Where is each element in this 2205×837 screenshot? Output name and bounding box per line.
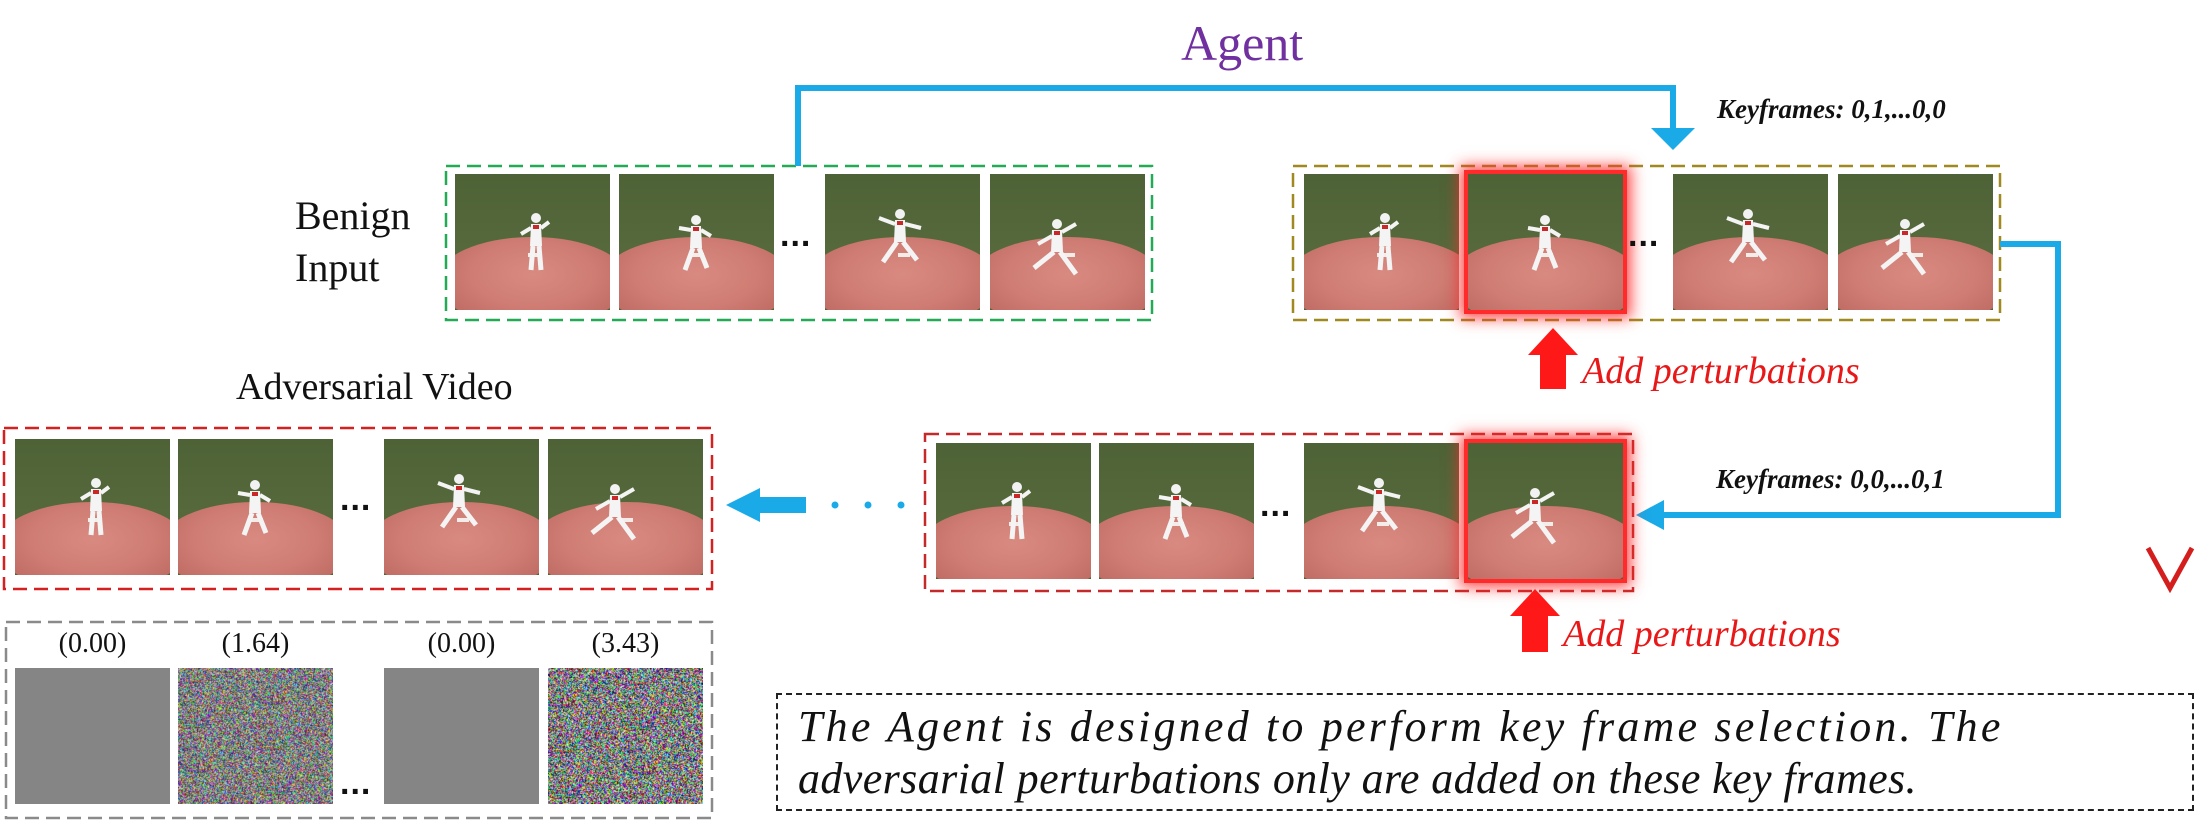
video-frame xyxy=(1099,443,1254,579)
agent-flow-arrowhead xyxy=(1651,128,1695,150)
video-frame xyxy=(1673,174,1828,310)
continuation-dot xyxy=(864,501,872,509)
ellipsis: ... xyxy=(1628,216,1660,254)
adversarial-video-box xyxy=(2,426,714,591)
progress-gradient-arrowhead xyxy=(2145,546,2195,594)
ellipsis: ... xyxy=(1260,486,1292,524)
description-line-1: The Agent is designed to perform key fra… xyxy=(798,702,2004,751)
benign-label-line1: Benign xyxy=(295,193,411,238)
adversarial-frame xyxy=(178,439,333,575)
agent-flow-arrow xyxy=(795,85,1676,166)
perturbation-arrow-bottom xyxy=(1510,589,1560,652)
zero-perturbation-map xyxy=(384,668,539,804)
agent-label: Agent xyxy=(1181,15,1304,71)
adversarial-video-label: Adversarial Video xyxy=(236,366,513,408)
perturbation-noise-box xyxy=(4,620,714,820)
benign-frame xyxy=(825,174,980,310)
benign-label-line2: Input xyxy=(295,245,380,290)
continuation-dot xyxy=(831,501,839,509)
adversarial-frame xyxy=(548,439,703,575)
selected-key-frame xyxy=(1468,443,1623,579)
benign-frame xyxy=(619,174,774,310)
add-perturbations-label-bottom: Add perturbations xyxy=(1563,613,1841,655)
keyframes-label-bottom: Keyframes: 0,0,...0,1 xyxy=(1716,464,1945,494)
ellipsis: ... xyxy=(340,764,372,802)
video-frame xyxy=(1304,443,1459,579)
output-arrow xyxy=(726,488,806,522)
benign-frame xyxy=(455,174,610,310)
adversarial-frame xyxy=(384,439,539,575)
add-perturbations-label-top: Add perturbations xyxy=(1582,350,1860,392)
benign-input-box xyxy=(444,164,1154,322)
keyframes-label-top: Keyframes: 0,1,...0,0 xyxy=(1717,94,1946,124)
perturbation-score: (3.43) xyxy=(591,628,660,659)
perturbation-arrow-top xyxy=(1528,328,1578,389)
ellipsis: ... xyxy=(780,216,812,254)
video-frame xyxy=(936,443,1091,579)
loop-flow-arrow xyxy=(1660,241,2061,518)
perturbation-score: (0.00) xyxy=(427,628,496,659)
loop-flow-arrowhead xyxy=(1636,500,1664,530)
video-frame xyxy=(1304,174,1459,310)
perturbation-score: (1.64) xyxy=(221,628,290,659)
ellipsis: ... xyxy=(340,480,372,518)
video-frame xyxy=(1838,174,1993,310)
selected-keyframe-box-2 xyxy=(923,432,1635,593)
perturbation-score: (0.00) xyxy=(58,628,127,659)
description-box: The Agent is designed to perform key fra… xyxy=(776,693,2194,811)
benign-frame xyxy=(990,174,1145,310)
adversarial-frame xyxy=(15,439,170,575)
noise-perturbation-map xyxy=(548,668,703,804)
selected-key-frame xyxy=(1468,174,1623,310)
continuation-dot xyxy=(897,501,905,509)
noise-perturbation-map xyxy=(178,668,333,804)
description-line-2: adversarial perturbations only are added… xyxy=(798,754,1917,803)
zero-perturbation-map xyxy=(15,668,170,804)
